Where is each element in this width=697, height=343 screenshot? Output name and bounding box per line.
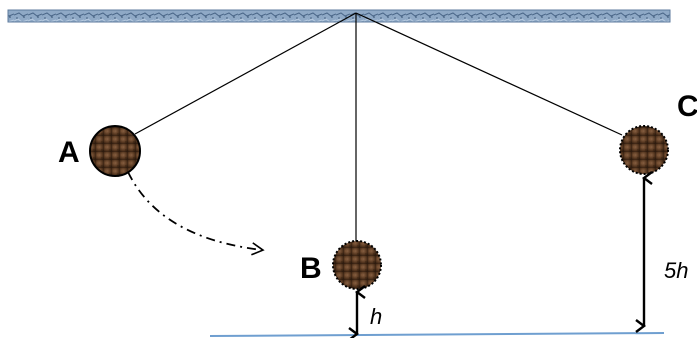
- label-b: B: [300, 252, 322, 285]
- bob-c: [619, 125, 669, 175]
- label-h: h: [370, 304, 382, 329]
- ceiling-bar: [7, 9, 671, 23]
- label-a: A: [58, 136, 80, 169]
- label-5h: 5h: [664, 258, 688, 283]
- floor-line: [209, 332, 665, 337]
- string-c: [355, 12, 623, 136]
- string-a: [134, 12, 357, 135]
- bob-a: [89, 125, 141, 177]
- motion-path-arrow: [127, 171, 265, 256]
- bob-b: [332, 240, 382, 290]
- label-c: C: [677, 90, 697, 123]
